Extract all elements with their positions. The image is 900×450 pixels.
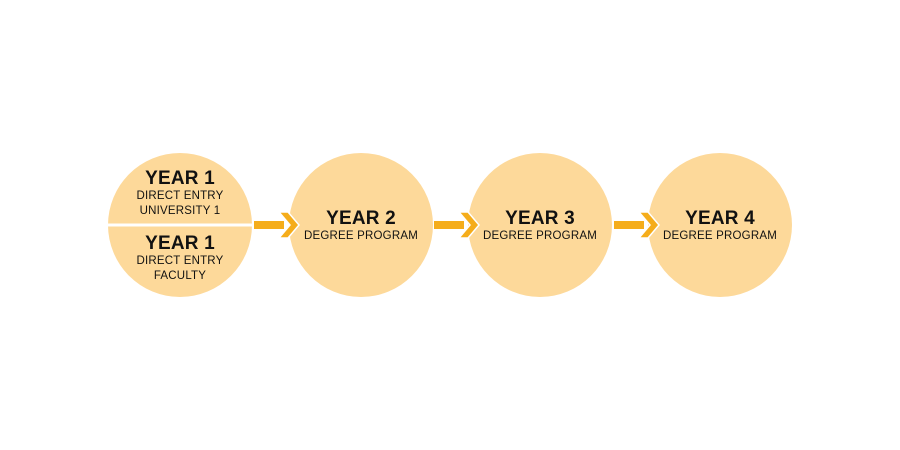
step-subtitle: FACULTY — [153, 270, 207, 282]
step-subtitle: DIRECT ENTRY — [136, 190, 224, 202]
year-3-circle — [468, 153, 612, 297]
year-4-circle — [648, 153, 792, 297]
step-title: YEAR 2 — [326, 208, 396, 229]
step-subtitle: UNIVERSITY 1 — [139, 205, 221, 217]
step-title: YEAR 4 — [685, 208, 755, 229]
year-4-label: YEAR 4 DEGREE PROGRAM — [645, 209, 795, 244]
year-1-faculty-label: YEAR 1 DIRECT ENTRY FACULTY — [105, 234, 255, 284]
year-2-circle — [289, 153, 433, 297]
step-title: YEAR 1 — [145, 233, 215, 254]
step-subtitle: DIRECT ENTRY — [136, 255, 224, 267]
year-1-university-label: YEAR 1 DIRECT ENTRY UNIVERSITY 1 — [105, 169, 255, 219]
step-subtitle: DEGREE PROGRAM — [304, 230, 418, 242]
step-title: YEAR 3 — [505, 208, 575, 229]
year-2-label: YEAR 2 DEGREE PROGRAM — [286, 209, 436, 244]
step-subtitle: DEGREE PROGRAM — [483, 230, 597, 242]
divider — [100, 223, 260, 227]
step-title: YEAR 1 — [145, 168, 215, 189]
year-3-label: YEAR 3 DEGREE PROGRAM — [465, 209, 615, 244]
step-subtitle: DEGREE PROGRAM — [663, 230, 777, 242]
